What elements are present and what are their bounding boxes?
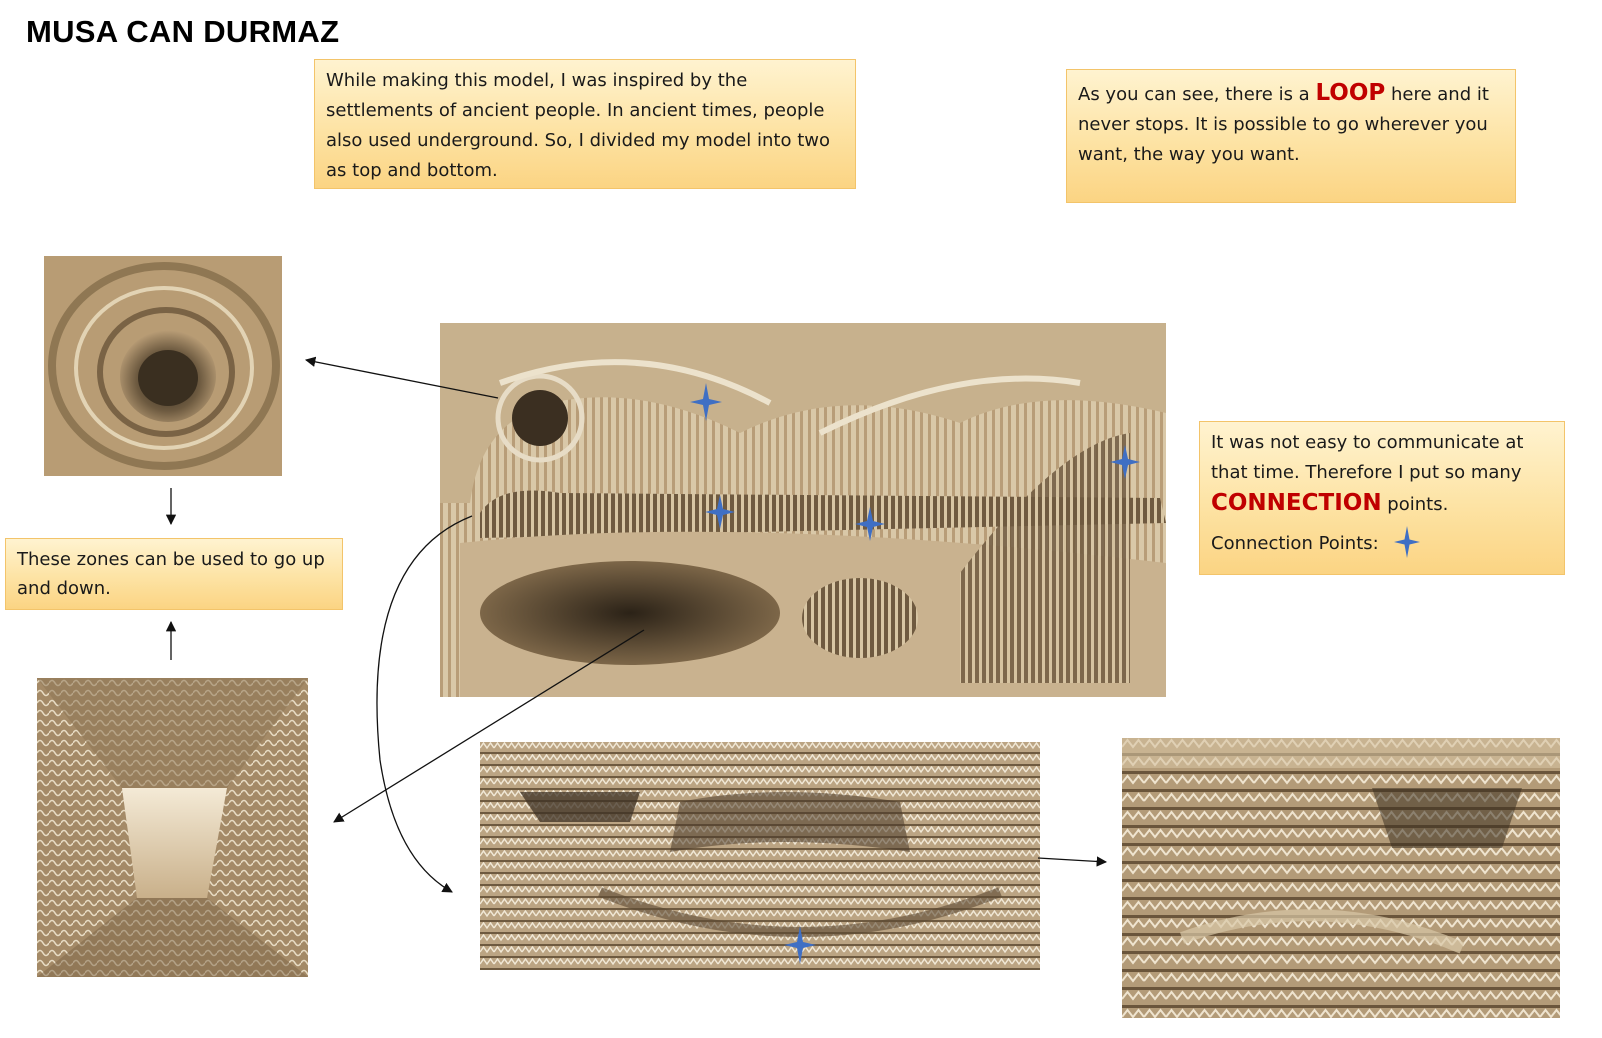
- connection-text-after: points.: [1381, 494, 1449, 515]
- zones-text: These zones can be used to go up and dow…: [17, 549, 325, 599]
- zones-note: These zones can be used to go up and dow…: [5, 538, 343, 610]
- connection-legend: Connection Points:: [1211, 526, 1554, 559]
- section-view-photo: [480, 742, 1040, 970]
- connection-legend-label: Connection Points:: [1211, 533, 1379, 554]
- section-closeup-photo: [1122, 738, 1560, 1018]
- connection-note: It was not easy to communicate at that t…: [1199, 421, 1565, 575]
- connection-keyword: CONNECTION: [1211, 490, 1382, 516]
- loop-keyword: LOOP: [1315, 80, 1386, 106]
- tunnel-detail-photo: [37, 678, 308, 977]
- connection-star-icons: [690, 383, 1140, 541]
- arrow-to-section-closeup: [1037, 856, 1108, 867]
- main-model-photo: [440, 323, 1166, 697]
- inspiration-text: While making this model, I was inspired …: [326, 70, 830, 181]
- four-point-star-icon: [1394, 526, 1421, 558]
- loop-text-after: here and it never stops. It is possible …: [1078, 84, 1489, 165]
- connection-text-before: It was not easy to communicate at that t…: [1211, 432, 1524, 483]
- page-title: MUSA CAN DURMAZ: [26, 14, 340, 49]
- loop-text-before: As you can see, there is a: [1078, 84, 1316, 105]
- spiral-detail-photo: [44, 256, 282, 476]
- loop-note: As you can see, there is a LOOP here and…: [1066, 69, 1516, 203]
- inspiration-note: While making this model, I was inspired …: [314, 59, 856, 189]
- connection-star-icon-section: [784, 926, 816, 964]
